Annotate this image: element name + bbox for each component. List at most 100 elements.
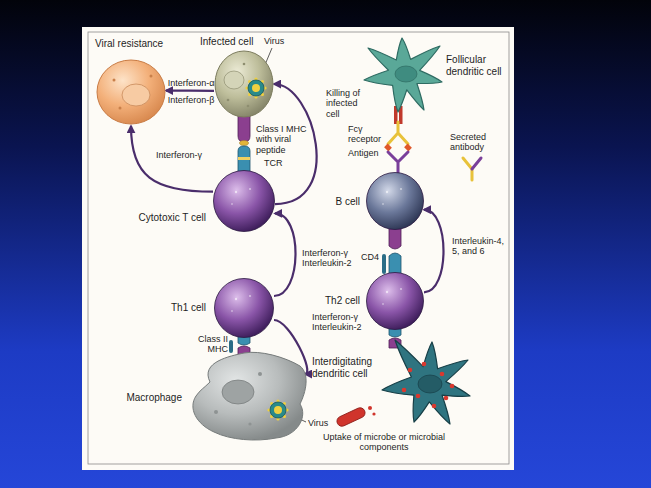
mhc-class-i <box>240 141 249 146</box>
cell-shape <box>400 188 402 190</box>
cell-shape <box>150 75 153 78</box>
annotation-label: Interferon-β <box>168 95 215 105</box>
cell-shape <box>190 352 305 440</box>
cell-shape <box>249 188 251 190</box>
cell-shape <box>382 303 384 305</box>
cell-node: Macrophage <box>190 352 305 440</box>
cell-shape <box>224 71 244 89</box>
arrow-label: Interferon-α <box>168 78 215 88</box>
cell-shape <box>214 171 275 232</box>
arrow-label: Interferon-γ Interleukin-2 <box>312 312 368 333</box>
arrow-label: Killing of infected cell <box>326 88 370 119</box>
fc-receptor-antibody-antigen <box>388 122 408 144</box>
cell-label: Th1 cell <box>171 302 206 314</box>
cell-label: Interdigitating dendritic cell <box>312 356 378 379</box>
cell-shape <box>386 291 388 293</box>
annotation-label: Virus <box>308 418 328 428</box>
cell-shape <box>227 99 230 102</box>
cell-shape <box>366 172 424 230</box>
cell-shape <box>213 170 275 232</box>
cell-shape <box>408 368 413 373</box>
cell-node: B cell <box>366 172 424 230</box>
virus-particle <box>274 406 282 414</box>
cell-label: Follicular dendritic cell <box>446 54 506 77</box>
virus-particle <box>252 84 260 92</box>
cell-shape <box>231 310 233 312</box>
virus-particle <box>245 77 266 98</box>
fc-receptor-antibody-antigen <box>388 152 408 174</box>
t-cell-receptor <box>238 157 250 160</box>
cell-shape <box>367 273 424 330</box>
cell-shape <box>364 38 442 112</box>
cell-shape <box>450 384 455 389</box>
cell-node: Th1 cell <box>214 278 274 338</box>
cell-shape <box>247 105 250 108</box>
microbe <box>335 406 366 428</box>
th1-macrophage-contact <box>229 340 233 353</box>
cell-shape <box>382 340 470 424</box>
signal-arrow <box>274 213 296 296</box>
microbe <box>372 412 375 415</box>
annotation-label: TCR <box>264 158 283 168</box>
cell-shape <box>235 298 237 300</box>
cell-shape <box>248 422 251 425</box>
cell-label: Infected cell <box>200 36 253 48</box>
cell-label: B cell <box>336 196 360 208</box>
cell-label: Th2 cell <box>325 295 360 307</box>
cell-shape <box>432 404 437 409</box>
cell-label: Viral resistance <box>95 38 163 50</box>
cell-shape <box>366 272 424 330</box>
cell-shape <box>444 396 449 401</box>
signal-arrow <box>424 210 444 293</box>
annotation-label: Virus <box>264 36 284 46</box>
virus-particle <box>267 399 288 420</box>
t-cell-receptor <box>238 146 250 174</box>
cell-node: Follicular dendritic cell <box>364 38 442 112</box>
b-th2-contact <box>382 254 386 274</box>
cell-shape <box>440 372 445 377</box>
cell-shape <box>214 410 218 414</box>
fc-receptor-antibody-antigen <box>384 144 392 152</box>
cell-shape <box>96 58 166 126</box>
cell-shape <box>367 173 424 230</box>
b-th2-contact <box>382 226 401 276</box>
fc-receptor-antibody-antigen <box>404 144 412 152</box>
signal-arrow <box>131 126 213 192</box>
cell-shape <box>249 295 251 297</box>
secreted-antibody <box>463 158 481 180</box>
cell-shape <box>364 38 442 112</box>
signal-arrow <box>166 89 214 91</box>
annotation-label: Uptake of microbe or microbial component… <box>322 432 446 453</box>
figure-panel <box>82 27 514 470</box>
figure-panel <box>82 27 514 470</box>
microbe <box>368 406 372 410</box>
cell-shape <box>122 84 150 106</box>
cell-shape <box>400 288 402 290</box>
cell-shape <box>193 352 306 440</box>
annotation-label: Secreted antibody <box>450 132 506 153</box>
cell-shape <box>235 191 237 193</box>
cell-node: Viral resistance <box>96 58 166 126</box>
cell-node: Infected cell <box>214 50 274 118</box>
cell-shape <box>215 279 274 338</box>
cell-shape <box>113 79 116 82</box>
cell-node: Interdigitating dendritic cell <box>380 340 470 425</box>
annotation-label: Antigen <box>348 148 379 158</box>
cell-label: Macrophage <box>126 392 182 404</box>
cell-shape <box>215 51 273 117</box>
cell-shape <box>243 63 246 66</box>
figure-panel <box>88 32 509 464</box>
cell-shape <box>214 50 274 118</box>
arrow-label: Interferon-γ <box>156 150 202 160</box>
cell-shape <box>119 107 122 110</box>
cell-shape <box>382 203 384 205</box>
cell-shape <box>416 394 421 399</box>
microbe <box>335 406 375 428</box>
cell-shape <box>402 388 407 393</box>
cell-shape <box>418 375 442 393</box>
cell-shape <box>97 60 165 124</box>
annotation-label: CD4 <box>361 252 379 262</box>
